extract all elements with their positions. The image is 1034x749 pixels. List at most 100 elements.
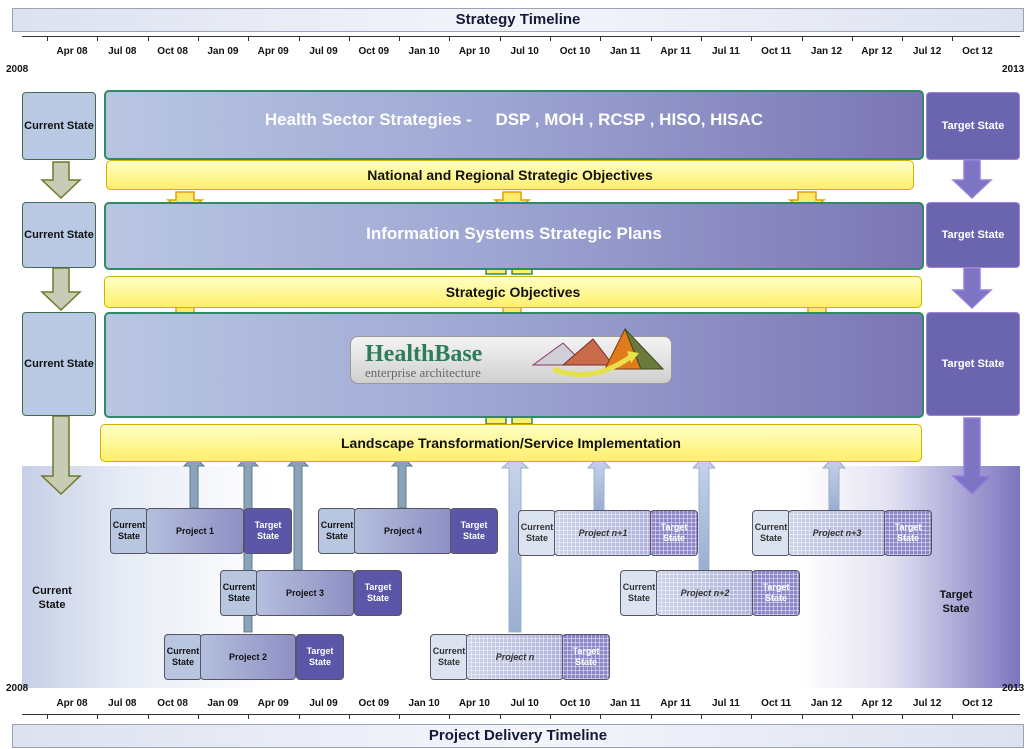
target-state-2: Target State: [926, 202, 1020, 268]
pyramid-icon: [531, 327, 665, 377]
timeline-tick-mark: [147, 714, 149, 719]
timeline-tick-label: Jul 08: [108, 698, 137, 709]
timeline-tick-mark: [348, 714, 350, 719]
timeline-tick-label: Jan 11: [610, 46, 641, 57]
delivery-timeline-title: Project Delivery Timeline: [12, 724, 1024, 748]
timeline-tick-mark: [197, 36, 199, 41]
project-current-state: Current State: [164, 634, 202, 680]
timeline-tick-mark: [197, 714, 199, 719]
timeline-tick-label: Apr 12: [861, 46, 893, 57]
timeline-tick-mark: [348, 36, 350, 41]
timeline-tick-mark: [650, 36, 652, 41]
national-objectives-bar: National and Regional Strategic Objectiv…: [106, 160, 914, 190]
timeline-tick-mark: [550, 36, 551, 41]
timeline-tick-label: Oct 08: [157, 46, 188, 57]
end-year-bottom: 2013: [1002, 683, 1025, 694]
timeline-tick-label: Apr 10: [458, 698, 490, 709]
timeline-tick-mark: [499, 714, 501, 719]
current-state-1: Current State: [22, 92, 96, 160]
project-n-plus-2: Current State Project n+2 Target State: [620, 570, 800, 616]
timeline-tick-mark: [851, 714, 853, 719]
timeline-tick-label: Apr 11: [660, 698, 691, 709]
project-name: Project 1: [146, 508, 244, 554]
logo-tagline: enterprise architecture: [365, 365, 481, 380]
timeline-tick-label: Jul 09: [309, 46, 338, 57]
timeline-tick-mark: [499, 36, 501, 41]
timeline-tick-mark: [751, 714, 753, 719]
health-sector-band: Health Sector Strategies - DSP , MOH , R…: [104, 90, 924, 160]
current-state-3: Current State: [22, 312, 96, 416]
timeline-tick-mark: [550, 714, 551, 719]
project-current-state: Current State: [430, 634, 468, 680]
project-4: Current State Project 4 Target State: [318, 508, 498, 554]
timeline-tick-label: Jul 09: [309, 698, 338, 709]
project-target-state: Target State: [244, 508, 292, 554]
timeline-tick-mark: [248, 36, 250, 41]
project-target-state: Target State: [450, 508, 498, 554]
timeline-tick-mark: [801, 714, 803, 719]
project-1: Current State Project 1 Target State: [110, 508, 292, 554]
project-name: Project n+1: [554, 510, 652, 556]
project-name: Project n+2: [656, 570, 754, 616]
current-state-arrows: [40, 161, 82, 496]
timeline-tick-mark: [399, 36, 401, 41]
timeline-tick-mark: [700, 36, 702, 41]
strategic-objectives-bar: Strategic Objectives: [104, 276, 922, 308]
timeline-tick-label: Jul 11: [711, 698, 740, 709]
project-current-state: Current State: [220, 570, 258, 616]
timeline-tick-label: Oct 10: [559, 698, 591, 709]
timeline-tick-label: Jan 10: [408, 46, 440, 57]
timeline-tick-mark: [449, 36, 451, 41]
timeline-tick-mark: [47, 36, 48, 41]
timeline-axis-line: [22, 714, 1020, 715]
project-target-state: Target State: [354, 570, 402, 616]
timeline-tick-label: Jan 12: [810, 698, 843, 709]
project-name: Project 4: [354, 508, 452, 554]
project-name: Project 3: [256, 570, 354, 616]
project-current-state: Current State: [318, 508, 356, 554]
current-state-2: Current State: [22, 202, 96, 268]
logo-brand: HealthBase: [365, 341, 483, 367]
timeline-tick-label: Jan 11: [610, 698, 641, 709]
timeline-tick-label: Apr 09: [257, 46, 289, 57]
delivery-current-state: Current State: [32, 585, 72, 611]
timeline-tick-mark: [147, 36, 149, 41]
timeline-tick-label: Oct 09: [358, 698, 390, 709]
timeline-tick-label: Oct 10: [559, 46, 591, 57]
timeline-tick-label: Jul 10: [510, 698, 539, 709]
timeline-tick-mark: [600, 36, 602, 41]
timeline-tick-label: Apr 12: [861, 698, 893, 709]
timeline-tick-mark: [902, 714, 904, 719]
project-2: Current State Project 2 Target State: [164, 634, 344, 680]
project-name: Project n: [466, 634, 564, 680]
project-target-state: Target State: [562, 634, 610, 680]
delivery-target-state: Target State: [939, 589, 973, 615]
timeline-tick-mark: [97, 714, 99, 719]
timeline-tick-label: Jan 12: [810, 46, 843, 57]
timeline-tick-mark: [650, 714, 652, 719]
timeline-tick-label: Jan 10: [408, 698, 440, 709]
timeline-tick-label: Oct 11: [761, 698, 792, 709]
timeline-tick-label: Jul 11: [711, 46, 740, 57]
timeline-tick-label: Jul 12: [912, 46, 942, 57]
strategy-timeline-title: Strategy Timeline: [12, 8, 1024, 32]
timeline-tick-mark: [97, 36, 99, 41]
timeline-tick-label: Jan 09: [207, 46, 239, 57]
timeline-tick-mark: [952, 714, 954, 719]
project-n-plus-3: Current State Project n+3 Target State: [752, 510, 932, 556]
healthbase-logo: HealthBase enterprise architecture: [350, 327, 672, 384]
project-current-state: Current State: [752, 510, 790, 556]
timeline-tick-label: Oct 12: [962, 698, 993, 709]
timeline-tick-mark: [700, 714, 702, 719]
timeline-tick-mark: [248, 714, 250, 719]
is-plans-band: Information Systems Strategic Plans: [104, 202, 924, 270]
project-name: Project n+3: [788, 510, 886, 556]
timeline-tick-mark: [801, 36, 803, 41]
timeline-tick-label: Jul 10: [510, 46, 539, 57]
future-project-up-arrows: [500, 455, 847, 633]
target-state-3: Target State: [926, 312, 1020, 416]
project-name: Project 2: [200, 634, 296, 680]
timeline-tick-mark: [851, 36, 853, 41]
timeline-tick-label: Apr 08: [56, 698, 88, 709]
timeline-tick-mark: [952, 36, 954, 41]
